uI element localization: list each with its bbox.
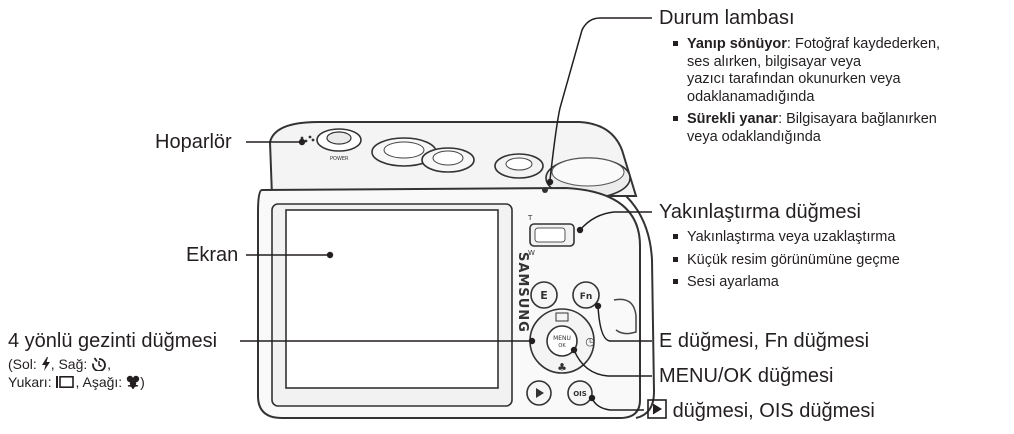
bullet-cont: veya odaklandığında	[687, 128, 821, 145]
ois-button-camera	[567, 380, 593, 406]
nav-right-glyph: ◷	[585, 335, 595, 348]
zoom-bullet: Küçük resim görünümüne geçme	[671, 252, 900, 270]
nav-button-label: 4 yönlü gezinti düğmesi	[8, 330, 218, 352]
nav-legend-down-text: , Aşağı:	[75, 374, 123, 390]
nav-legend-right-text: , Sağ:	[50, 356, 88, 372]
status-lamp-bullet-blinking: Yanıp sönüyor: Fotoğraf kaydederken, ses…	[671, 36, 940, 106]
leader-zoom	[579, 211, 652, 231]
bullet-text: : Fotoğraf kaydederken,	[786, 36, 941, 52]
zoom-bullet: Yakınlaştırma veya uzaklaştırma	[671, 229, 900, 247]
zoom-bullet: Sesi ayarlama	[671, 274, 900, 292]
bullet-cont: odaklanamadığında	[687, 88, 815, 105]
zoom-button-label: Yakınlaştırma düğmesi	[659, 201, 861, 223]
e-fn-button-label: E düğmesi, Fn düğmesi	[659, 330, 870, 352]
leader-menu-ok	[573, 349, 652, 377]
macro-flower-icon	[126, 375, 140, 389]
nav-legend-left-text: (Sol:	[8, 356, 37, 372]
ok-key-label: OK	[558, 343, 566, 349]
status-lamp-bullet-steady: Sürekli yanar: Bilgisayara bağlanırken v…	[671, 111, 940, 146]
fn-key-label: Fn	[580, 292, 593, 302]
nav-legend-line1: (Sol: , Sağ: ,	[8, 356, 111, 373]
play-ois-button-text: düğmesi, OIS düğmesi	[672, 400, 875, 422]
nav-up-glyph	[555, 312, 569, 322]
ois-key-label: OIS	[573, 390, 587, 398]
nav-legend-line2: Yukarı: , Aşağı: )	[8, 374, 145, 391]
bullet-term: Sürekli yanar	[687, 111, 779, 127]
status-lamp-bullets: Yanıp sönüyor: Fotoğraf kaydederken, ses…	[671, 36, 940, 151]
zoom-t-label: T	[527, 214, 533, 222]
speaker-label: Hoparlör	[155, 131, 232, 153]
menu-ok-button	[546, 325, 578, 357]
bullet-cont: yazıcı tarafından okunurken veya	[687, 71, 901, 87]
nav-legend-line2-end: )	[140, 374, 145, 390]
play-ois-button-label: düğmesi, OIS düğmesi	[647, 399, 875, 422]
leader-e-fn	[597, 305, 652, 342]
camera-brand-text: SAMSUNG	[515, 252, 530, 333]
fn-button	[572, 281, 600, 309]
zoom-bullets: Yakınlaştırma veya uzaklaştırma Küçük re…	[671, 229, 900, 297]
bullet-cont: ses alırken, bilgisayar veya	[687, 53, 862, 70]
menu-key-label: MENU	[553, 335, 571, 342]
e-key-label: E	[540, 289, 548, 302]
status-lamp-led	[542, 187, 548, 193]
bullet-term: Yanıp sönüyor	[687, 36, 787, 52]
nav-down-glyph: ♣	[557, 361, 567, 374]
leader-status-lamp	[549, 17, 652, 181]
bullet-text: : Bilgisayara bağlanırken	[778, 111, 937, 127]
zoom-w-label: W	[528, 249, 535, 257]
menu-ok-button-label: MENU/OK düğmesi	[659, 365, 834, 387]
lcd-screen	[285, 209, 499, 389]
display-icon	[56, 375, 75, 388]
speaker-holes	[300, 135, 315, 143]
e-button	[530, 281, 558, 309]
nav-legend-line1-end: ,	[107, 356, 112, 372]
nav-legend-up-text: Yukarı:	[8, 374, 52, 390]
power-label: POWER	[330, 156, 349, 162]
screen-label: Ekran	[186, 244, 239, 266]
self-timer-icon	[92, 357, 107, 371]
flash-icon	[41, 357, 50, 371]
play-icon	[647, 399, 667, 419]
status-lamp-label: Durum lambası	[659, 7, 795, 29]
